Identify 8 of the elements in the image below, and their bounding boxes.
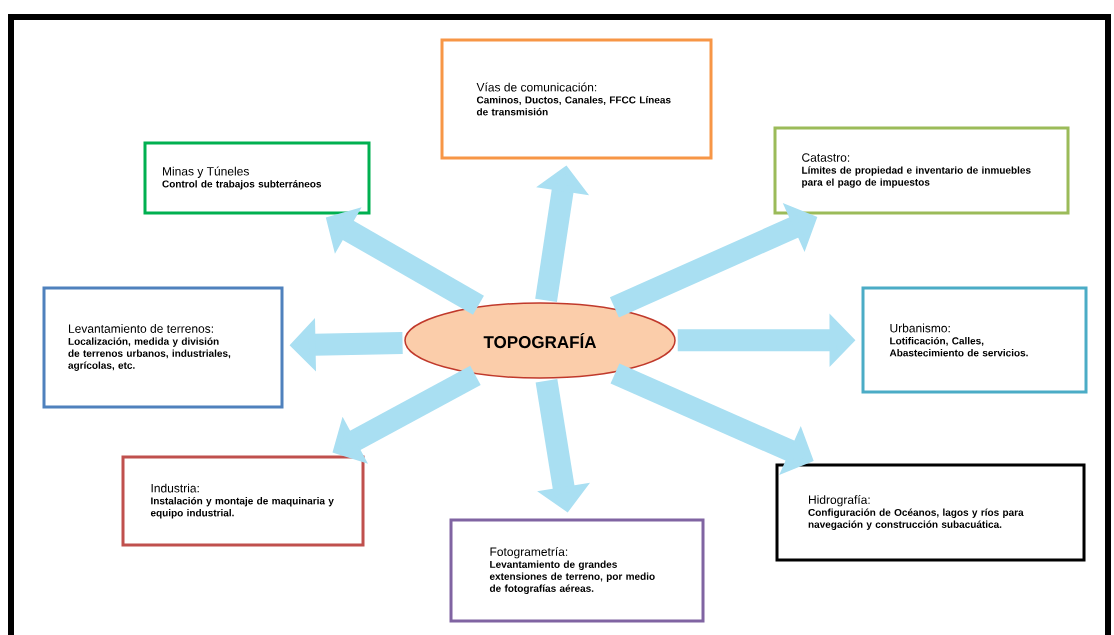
topic-box: Hidrografía: Configuración de Océanos, lagos y ríos para navegación y construcción subacuática. — [775, 463, 1086, 562]
topic-box: Fotogrametría: Levantamiento de grandes extensiones de terreno, por medio de fotografías aéreas. — [449, 518, 705, 623]
topic-box: Urbanismo: Lotificación, Calles, Abastecimiento de servicios. — [861, 286, 1088, 394]
topic-box: Catastro: Límites de propiedad e inventario de inmuebles para el pago de impuestos — [773, 126, 1070, 215]
topic-box: Minas y Túneles Control de trabajos subterráneos — [143, 141, 371, 215]
topic-box: Levantamiento de terrenos: Localización, medida y división de terrenos urbanos, industriales, agrícolas, etc. — [42, 286, 284, 409]
topic-box: Industria: Instalación y montaje de maquinaria y equipo industrial. — [121, 455, 365, 547]
topic-box: Vías de comunicación: Caminos, Ductos, Canales, FFCC Líneas de transmisión — [440, 38, 713, 160]
